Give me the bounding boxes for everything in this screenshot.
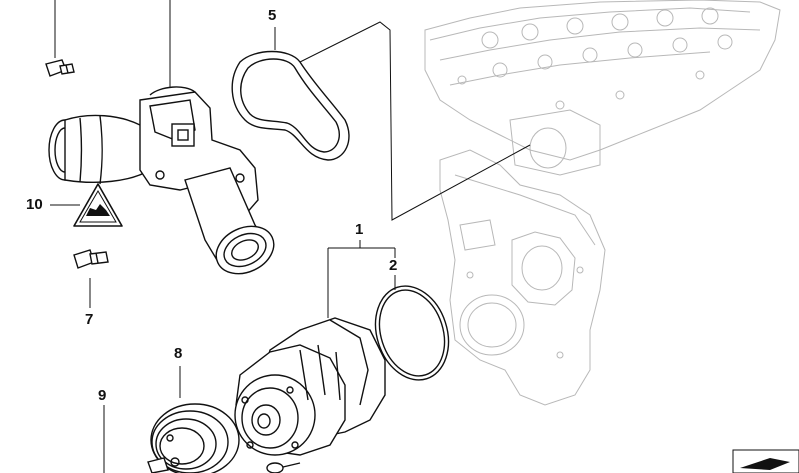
page-corner-icon (732, 449, 799, 473)
o-ring-2 (374, 285, 450, 381)
callout-9: 9 (98, 387, 107, 404)
bolt-9 (147, 457, 169, 473)
callout-1: 1 (355, 221, 364, 238)
callout-2: 2 (389, 257, 398, 274)
bolt-7 (73, 249, 109, 269)
hot-surface-warning-icon (73, 183, 123, 227)
pulley-8 (150, 403, 240, 473)
gasket-5 (231, 50, 350, 161)
water-pump-1 (234, 317, 386, 456)
callout-7: 7 (85, 311, 94, 328)
callout-8: 8 (174, 345, 183, 362)
callout-10: 10 (26, 196, 43, 213)
leader-lines (50, 0, 531, 473)
callout-5: 5 (268, 7, 277, 24)
bolt-pump-bottom (266, 462, 301, 473)
bolt-top (45, 59, 75, 77)
engine-block-outline (424, 0, 781, 406)
thermostat-housing (48, 86, 275, 275)
